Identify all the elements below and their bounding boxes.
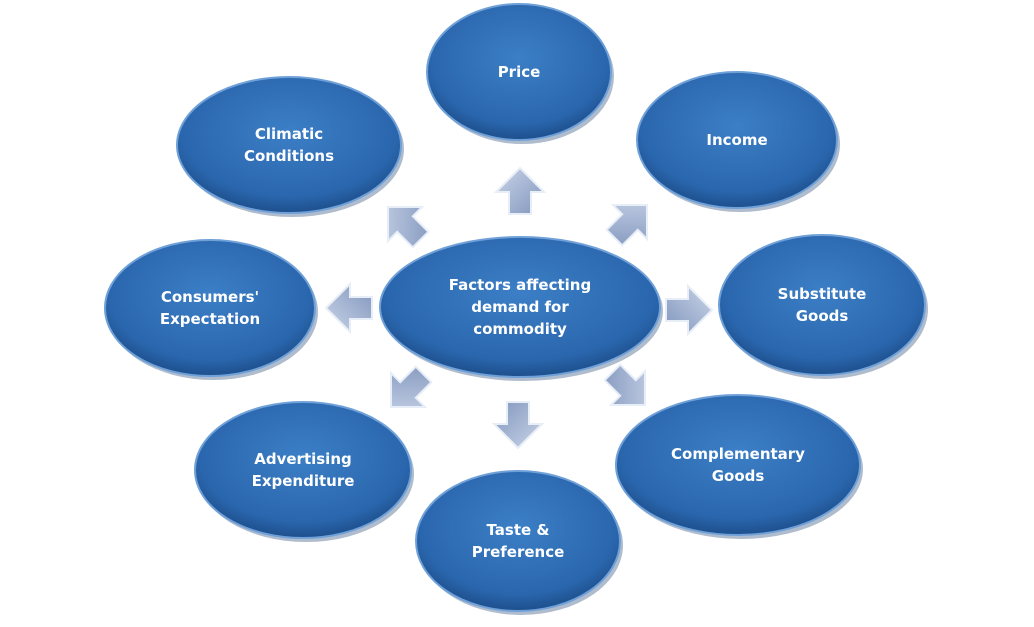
factor-node-price-label: Price bbox=[498, 63, 541, 81]
factor-node-climatic-conditions-label: Climatic bbox=[255, 125, 323, 143]
arrow-icon bbox=[324, 281, 373, 335]
factor-node-price: Price bbox=[426, 3, 614, 144]
factor-node-consumers-expectation: Consumers' Expectation bbox=[104, 239, 318, 380]
factor-node-complementary-goods-label: Goods bbox=[712, 467, 765, 485]
factor-node-income-label: Income bbox=[706, 131, 767, 149]
factor-node-consumers-expectation-label: Consumers' bbox=[161, 288, 259, 306]
factor-node-taste-preference-label: Taste & bbox=[487, 521, 550, 539]
factor-node-climatic-conditions-label: Conditions bbox=[244, 147, 334, 165]
arrow-icon bbox=[665, 283, 714, 337]
center-node-label: demand for bbox=[471, 298, 569, 316]
center-node-label: Factors affecting bbox=[449, 276, 591, 294]
factor-node-substitute-goods-label: Substitute bbox=[778, 285, 867, 303]
factor-node-advertising-expenditure-label: Expenditure bbox=[252, 472, 355, 490]
arrow-icon bbox=[390, 365, 433, 408]
factor-node-advertising-expenditure-label: Advertising bbox=[254, 450, 352, 468]
factor-node-income: Income bbox=[636, 71, 840, 212]
factor-node-taste-preference-label: Preference bbox=[472, 543, 565, 561]
factor-node-consumers-expectation-label: Expectation bbox=[160, 310, 260, 328]
arrow-icon bbox=[491, 401, 545, 450]
factor-node-substitute-goods-label: Goods bbox=[796, 307, 849, 325]
arrow-icon bbox=[493, 166, 547, 215]
arrow-icon bbox=[605, 204, 648, 247]
factor-node-taste-preference: Taste & Preference bbox=[415, 470, 623, 615]
center-node-label: commodity bbox=[473, 320, 567, 338]
factor-node-complementary-goods-label: Complementary bbox=[671, 445, 805, 463]
arrow-icon bbox=[603, 363, 646, 406]
arrow-icon bbox=[387, 206, 430, 249]
center-node: Factors affecting demand for commodity bbox=[379, 236, 663, 381]
